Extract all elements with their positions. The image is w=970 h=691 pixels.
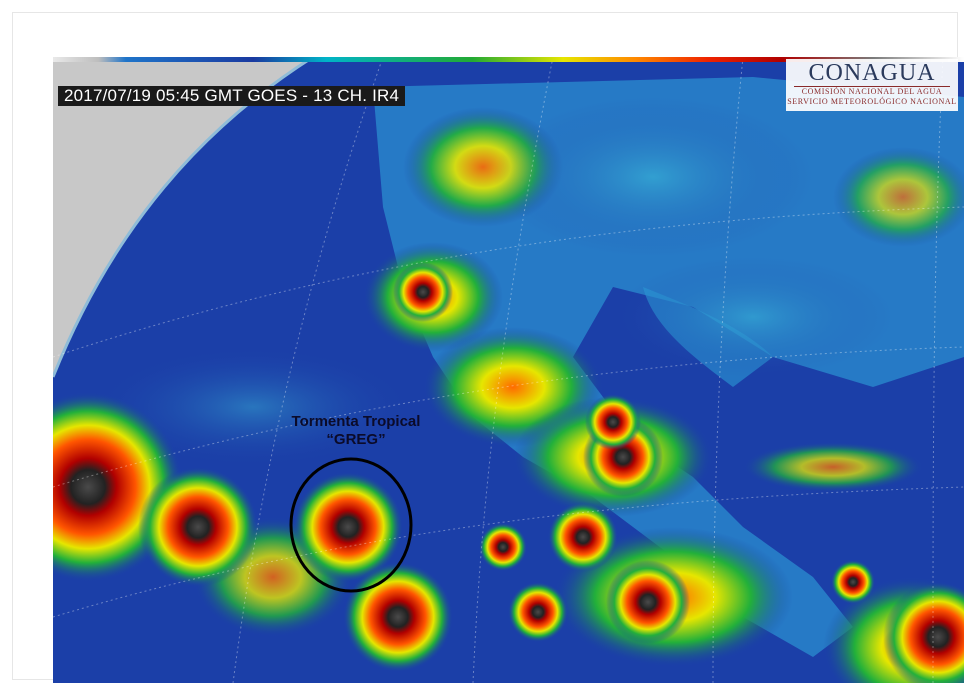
- conagua-logo: CONAGUA COMISIÓN NACIONAL DEL AGUA SERVI…: [786, 59, 958, 111]
- storm-pacific-5: [508, 582, 568, 642]
- storm-annotation-line1: Tormenta Tropical: [291, 413, 421, 430]
- storm-pacific-3: [548, 502, 618, 572]
- storm-west-2: [138, 467, 258, 587]
- storm-guatemala: [831, 560, 875, 604]
- storm-annotation: Tormenta Tropical “GREG”: [281, 413, 431, 449]
- storm-greg: [293, 472, 403, 582]
- satellite-imagery-svg: [53, 57, 964, 683]
- cloud-caribbean: [743, 442, 923, 492]
- cloud-cirrus-north: [493, 97, 813, 257]
- storm-sinaloa: [393, 262, 453, 322]
- storm-pacific-6: [479, 523, 527, 571]
- cloud-cirrus-gulf: [613, 257, 893, 377]
- storm-annotation-line2: “GREG”: [326, 431, 386, 448]
- storm-pacific-4: [606, 560, 690, 644]
- satellite-image: 2017/07/19 05:45 GMT GOES - 13 CH. IR4 C…: [53, 57, 964, 683]
- logo-divider: [794, 86, 950, 87]
- image-frame: 2017/07/19 05:45 GMT GOES - 13 CH. IR4 C…: [12, 12, 964, 683]
- color-scale-bar: [53, 57, 964, 62]
- storm-marker-circle: [289, 457, 413, 593]
- cloud-cirrus-pacific: [93, 347, 413, 467]
- logo-subtitle-2: SERVICIO METEOROLÓGICO NACIONAL: [787, 97, 957, 106]
- storm-veracruz: [585, 394, 641, 450]
- cloud-gulf-north: [833, 147, 964, 247]
- logo-subtitle-1: COMISIÓN NACIONAL DEL AGUA: [801, 87, 943, 96]
- lat-lon-grid: [53, 57, 964, 683]
- space-region: [53, 57, 313, 377]
- logo-name: CONAGUA: [808, 60, 936, 86]
- storm-central-america: [883, 582, 964, 683]
- storm-south-greg: [343, 562, 453, 672]
- timestamp-label: 2017/07/19 05:45 GMT GOES - 13 CH. IR4: [58, 86, 406, 106]
